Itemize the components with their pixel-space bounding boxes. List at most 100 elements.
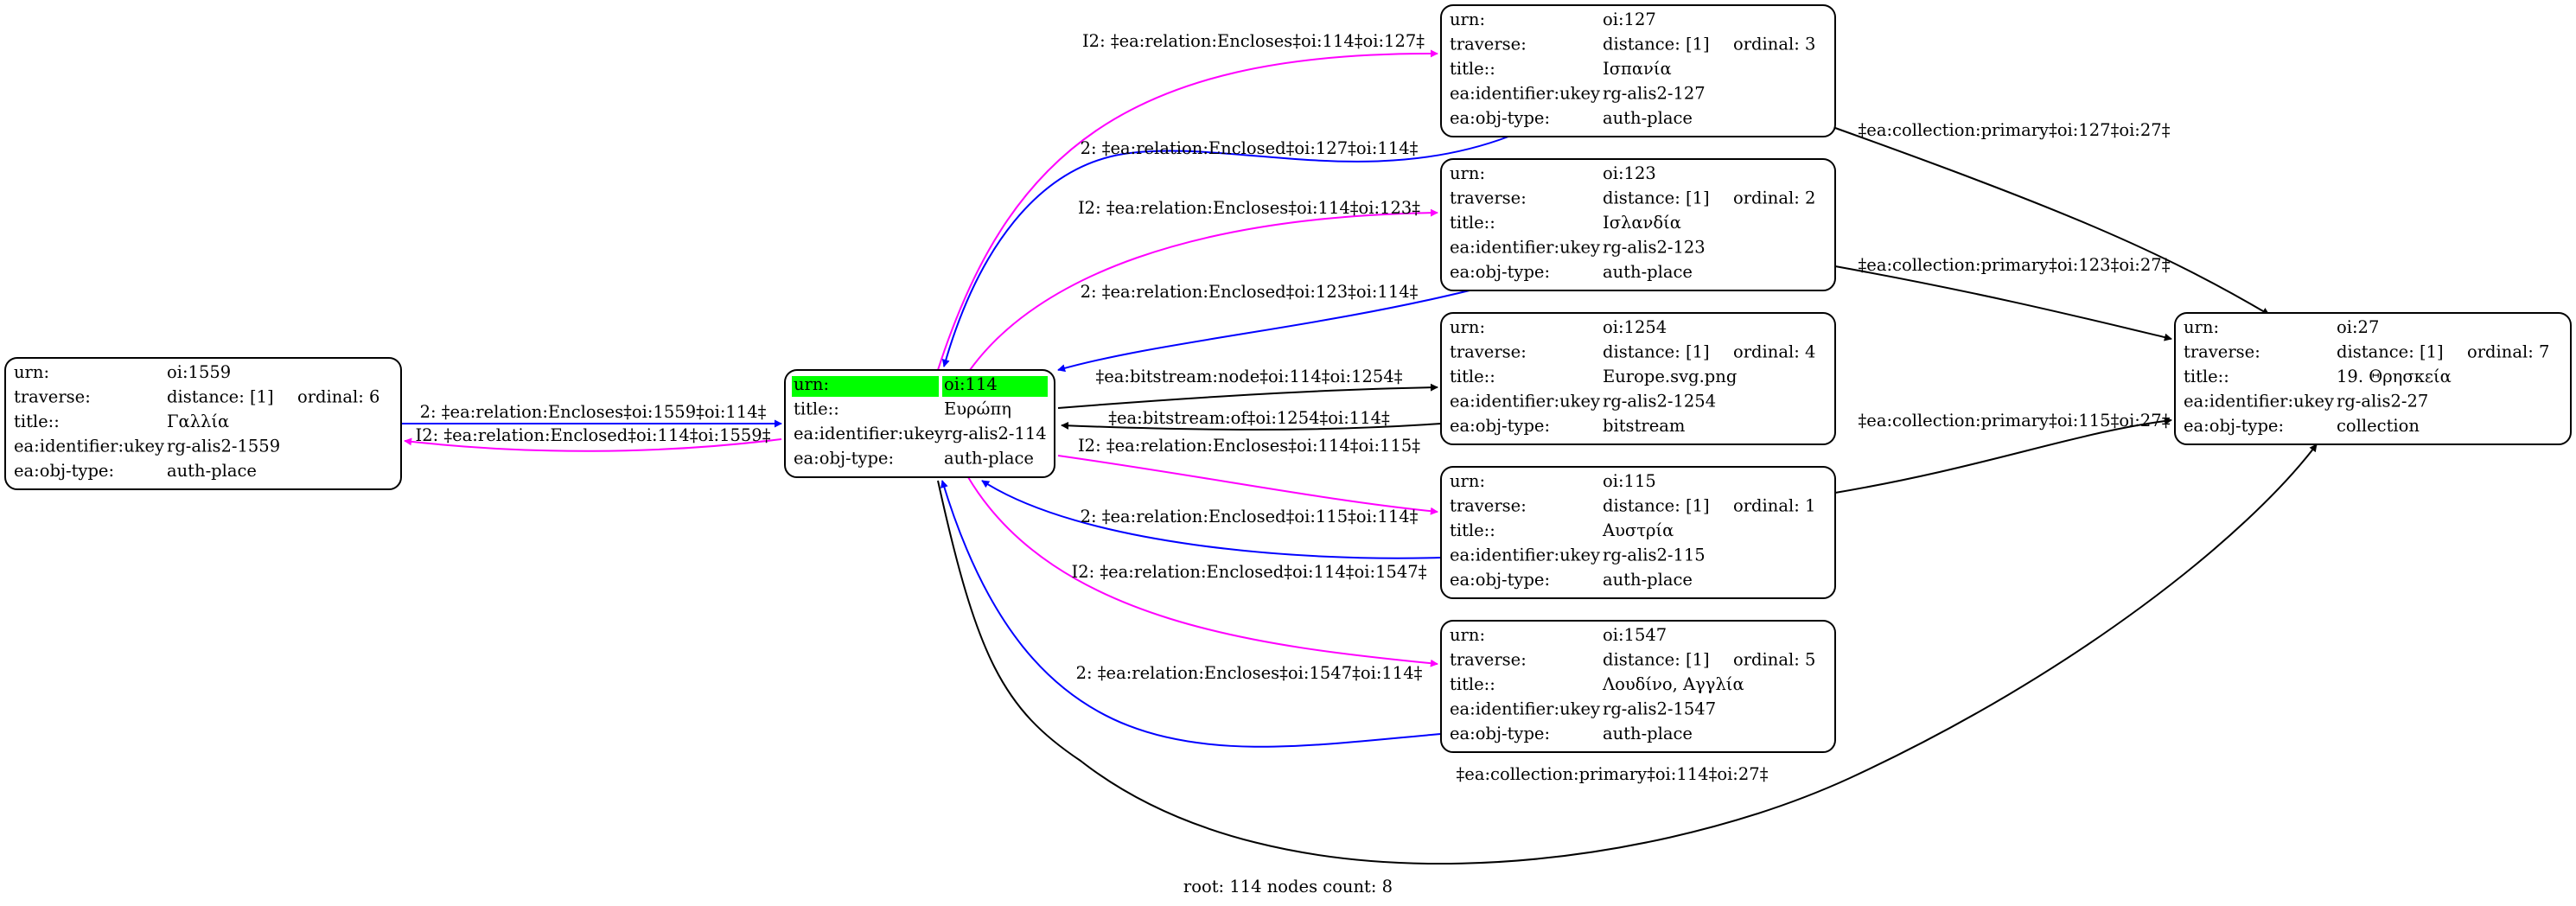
node-n27[interactable]: urn: oi:27 traverse: distance: [1] ordinal: …: [2174, 312, 2572, 445]
node-field-key: ea:identifier:ukey: [1450, 84, 1600, 104]
node-field-value: rg-alis2-1547: [1603, 699, 1716, 719]
edge-label-e7: ‡ea:bitstream:node‡oi:114‡oi:1254‡: [1096, 367, 1403, 386]
node-field-key: urn:: [1450, 163, 1485, 183]
node-field-value: rg-alis2-123: [1603, 238, 1706, 258]
edge-e4: [941, 136, 1509, 367]
node-field-value: Γαλλία: [167, 412, 229, 431]
node-field-extra: ordinal: 3: [1733, 35, 1815, 54]
node-field-value: oi:1559: [167, 362, 231, 382]
node-field-key: traverse:: [2184, 342, 2260, 362]
node-field-value: auth-place: [1603, 570, 1693, 590]
edge-e9: [1057, 455, 1438, 515]
edge-e16: [937, 443, 2318, 865]
edge-e5: [969, 208, 1438, 371]
edge-label-e1: 2: ‡ea:relation:Encloses‡oi:1559‡oi:114‡: [420, 402, 767, 422]
node-field-key: title::: [1450, 520, 1495, 540]
node-field-key: urn:: [1450, 317, 1485, 337]
node-field-key: ea:identifier:ukey: [1450, 546, 1600, 565]
node-field-key: ea:identifier:ukey: [1450, 238, 1600, 258]
edge-label-e2: I2: ‡ea:relation:Enclosed‡oi:114‡oi:1559…: [416, 425, 771, 445]
edge-e8: [1061, 421, 1442, 431]
node-field-key: title::: [14, 412, 60, 431]
node-box: [1440, 4, 1836, 137]
node-field-value: distance: [1]: [1603, 188, 1710, 208]
node-field-extra: ordinal: 5: [1733, 650, 1815, 670]
nodes-layer: urn:oi:114title::Ευρώπηea:identifier:uke…: [4, 4, 2572, 753]
node-field-key: urn:: [1450, 471, 1485, 491]
node-field-key: urn:: [2184, 317, 2219, 337]
node-field-value: oi:114: [944, 374, 998, 394]
node-field-key: ea:identifier:ukey: [1450, 392, 1600, 412]
node-field-value: rg-alis2-114: [944, 424, 1047, 443]
node-field-key: traverse:: [1450, 650, 1527, 670]
node-field-value: auth-place: [944, 449, 1034, 469]
node-field-key: traverse:: [1450, 188, 1527, 208]
graph-footer: root: 114 nodes count: 8: [1183, 877, 1393, 896]
node-field-value: oi:27: [2337, 317, 2379, 337]
edge-label-e14: ‡ea:collection:primary‡oi:123‡oi:27‡: [1859, 255, 2171, 275]
node-field-value: Ευρώπη: [944, 399, 1011, 419]
edge-label-e12: 2: ‡ea:relation:Encloses‡oi:1547‡oi:114‡: [1076, 663, 1423, 683]
node-field-value: oi:1547: [1603, 625, 1667, 645]
node-field-key: title::: [2184, 367, 2229, 386]
edge-e11: [967, 476, 1438, 667]
edge-e3: [937, 49, 1438, 371]
node-field-key: ea:obj-type:: [14, 461, 114, 481]
edge-label-e16: ‡ea:collection:primary‡oi:114‡oi:27‡: [1457, 764, 1769, 784]
node-field-key: ea:obj-type:: [1450, 570, 1550, 590]
node-field-key: urn:: [14, 362, 49, 382]
node-field-value: auth-place: [167, 461, 257, 481]
node-field-key: ea:obj-type:: [1450, 108, 1550, 128]
node-field-value: Λουδίνο, Αγγλία: [1602, 674, 1744, 694]
node-field-value: distance: [1]: [1603, 496, 1710, 516]
edge-label-e8: ‡ea:bitstream:of‡oi:1254‡oi:114‡: [1108, 408, 1390, 428]
node-field-key: title::: [794, 399, 839, 419]
node-box: [1440, 158, 1836, 291]
node-field-key: traverse:: [1450, 35, 1527, 54]
node-field-key: urn:: [794, 374, 829, 394]
node-n1547[interactable]: urn: oi:1547 traverse: distance: [1] ordinal…: [1440, 620, 1836, 753]
node-field-key: title::: [1450, 59, 1495, 79]
node-field-value: auth-place: [1603, 108, 1693, 128]
node-field-value: rg-alis2-1559: [167, 437, 280, 456]
edge-e7: [1057, 383, 1438, 409]
node-field-value: auth-place: [1603, 262, 1693, 282]
edge-label-e4: 2: ‡ea:relation:Enclosed‡oi:127‡oi:114‡: [1081, 138, 1419, 158]
node-field-extra: ordinal: 7: [2467, 342, 2549, 362]
node-box: [1440, 312, 1836, 445]
node-field-value: distance: [1]: [1603, 650, 1710, 670]
edge-label-e3: I2: ‡ea:relation:Encloses‡oi:114‡oi:127‡: [1082, 31, 1425, 51]
edge-e2: [404, 437, 782, 452]
node-field-key: title::: [1450, 213, 1495, 233]
node-field-extra: ordinal: 2: [1733, 188, 1815, 208]
edge-e15: [1834, 417, 2172, 494]
node-field-key: traverse:: [14, 387, 91, 407]
node-box: [1440, 620, 1836, 753]
node-n114[interactable]: urn: oi:114title::Ευρώπηea:identifier:uke…: [784, 369, 1055, 478]
node-field-value: Europe.svg.png: [1603, 367, 1737, 386]
node-field-value: oi:127: [1603, 10, 1656, 29]
edge-e12: [940, 480, 1442, 748]
edge-e10: [981, 480, 1442, 559]
node-field-value: rg-alis2-127: [1603, 84, 1706, 104]
edge-label-e11: I2: ‡ea:relation:Enclosed‡oi:114‡oi:1547…: [1072, 562, 1427, 582]
edge-label-e9: I2: ‡ea:relation:Encloses‡oi:114‡oi:115‡: [1078, 436, 1420, 456]
edge-e13: [1834, 127, 2270, 316]
node-field-value: collection: [2337, 416, 2420, 436]
edge-label-e13: ‡ea:collection:primary‡oi:127‡oi:27‡: [1859, 120, 2171, 140]
node-field-value: distance: [1]: [2337, 342, 2444, 362]
node-box: [1440, 466, 1836, 599]
node-field-key: urn:: [1450, 625, 1485, 645]
node-box: [2174, 312, 2572, 445]
node-field-value: rg-alis2-27: [2337, 392, 2428, 412]
node-field-key: ea:identifier:ukey: [14, 437, 164, 456]
node-box: [4, 357, 402, 490]
edge-label-e5: I2: ‡ea:relation:Encloses‡oi:114‡oi:123‡: [1078, 198, 1420, 218]
node-field-key: ea:identifier:ukey: [794, 424, 944, 443]
node-field-key: ea:obj-type:: [1450, 724, 1550, 743]
